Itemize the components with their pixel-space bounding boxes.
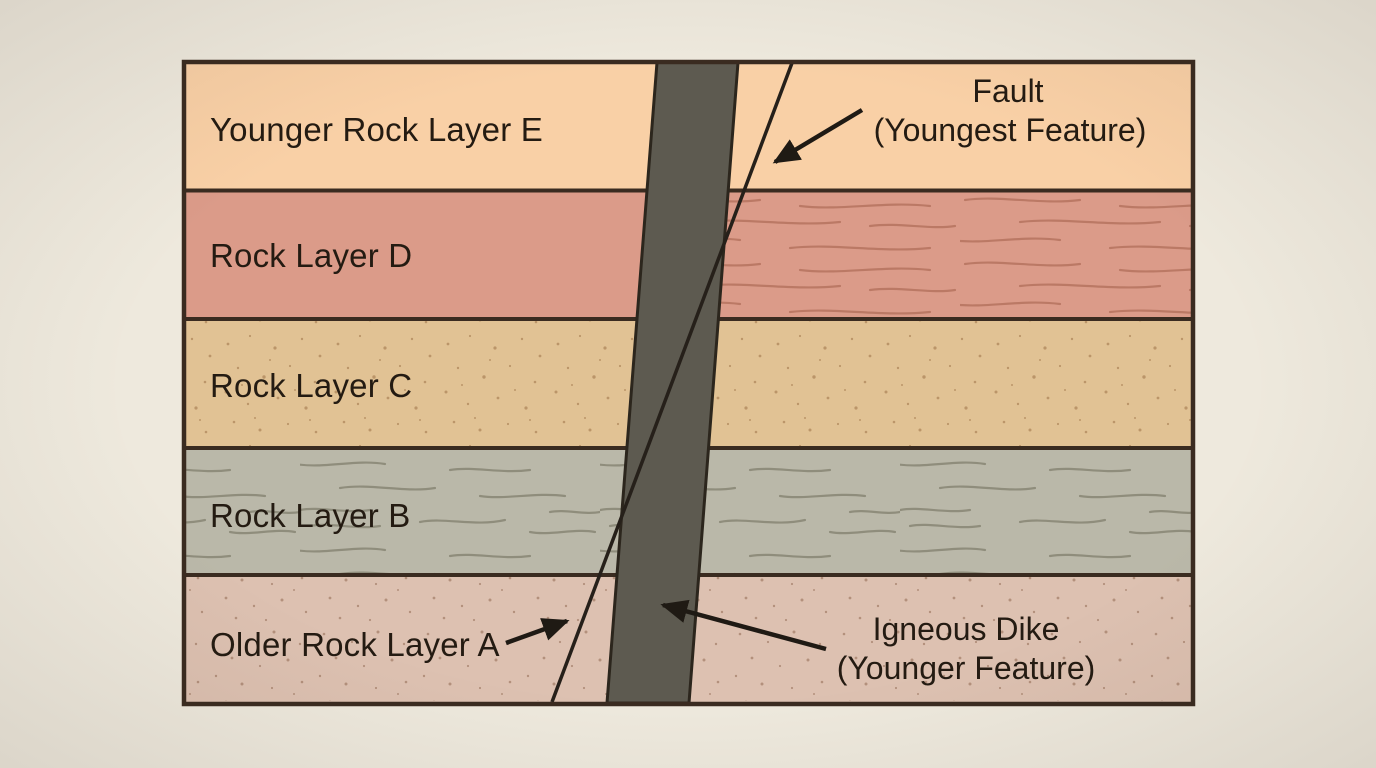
annotation-arrows (505, 108, 864, 652)
fault-trace (550, 62, 794, 703)
fault-annotation-line2: (Youngest Feature) (874, 112, 1147, 148)
layer-labels: Younger Rock Layer E Rock Layer D Rock L… (210, 111, 543, 663)
layer-b-label: Rock Layer B (210, 497, 410, 534)
dike-label-arrow (660, 599, 827, 652)
fault-label-arrow (772, 108, 864, 164)
layer-c-label: Rock Layer C (210, 367, 412, 404)
fault-annotation: Fault (Youngest Feature) (874, 73, 1147, 148)
layer-a-label: Older Rock Layer A (210, 626, 500, 663)
layer-a-fault-arrow (505, 618, 570, 646)
layer-d-texture (690, 193, 1193, 317)
dike-annotation-line2: (Younger Feature) (837, 650, 1096, 686)
layer-e-label: Younger Rock Layer E (210, 111, 543, 148)
layer-d-label: Rock Layer D (210, 237, 412, 274)
dike-annotation: Igneous Dike (Younger Feature) (837, 611, 1096, 686)
section-frame (181, 59, 1196, 707)
dike-annotation-line1: Igneous Dike (873, 611, 1060, 647)
fault-annotation-line1: Fault (972, 73, 1043, 109)
